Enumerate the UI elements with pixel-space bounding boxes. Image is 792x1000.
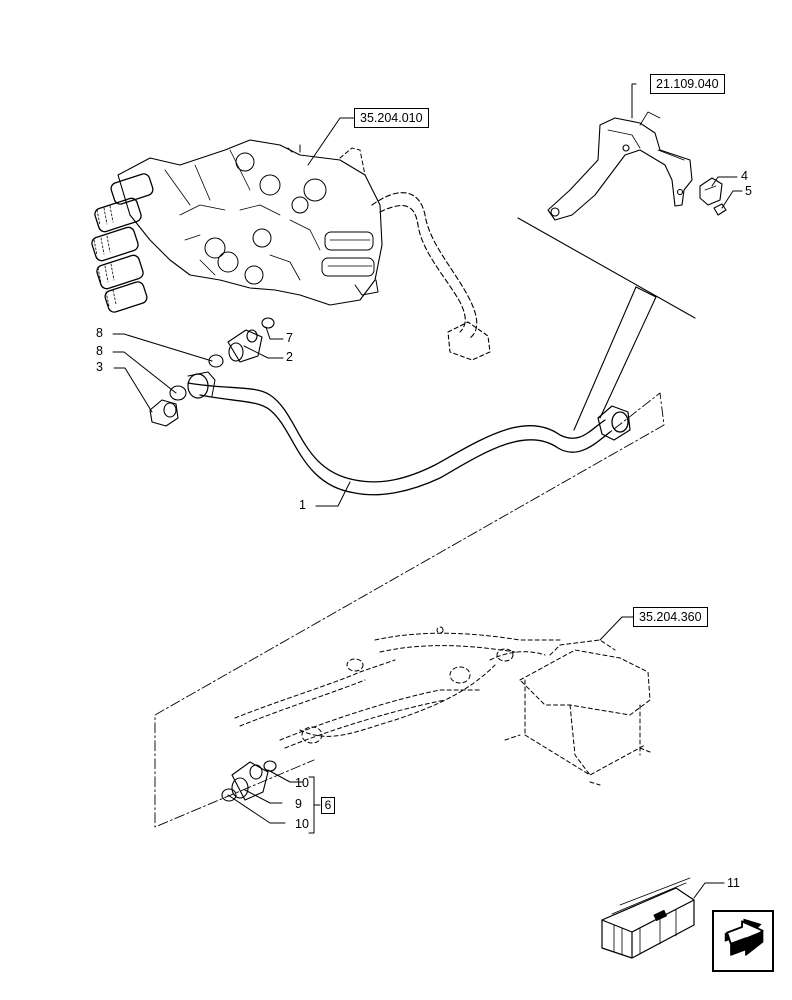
callout-11: 11 [727,876,740,890]
callout-4: 4 [741,169,748,183]
next-page-button[interactable] [712,910,774,972]
callout-10-lower: 10 [295,817,309,831]
control-valve-assembly-top [91,139,491,361]
callout-10-upper: 10 [295,776,309,790]
callout-7: 7 [286,331,293,345]
mounting-bracket [547,111,727,221]
reference-top-valve[interactable]: 35.204.010 [354,108,429,128]
bracket-to-pipe-leader [517,217,696,319]
callout-leaders [112,83,743,899]
callout-2: 2 [286,350,293,364]
hydraulic-pipe [187,371,631,496]
crate-icon [601,877,695,959]
callout-3: 3 [96,360,103,374]
callout-5: 5 [745,184,752,198]
kit-label-6: 6 [321,797,335,814]
callout-8-upper: 8 [96,326,103,340]
reference-bracket[interactable]: 21.109.040 [650,74,725,94]
callout-9: 9 [295,797,302,811]
next-page-arrow-icon [724,918,764,956]
dash-dot-connector [154,392,665,828]
callout-1: 1 [299,498,306,512]
control-valve-assembly-bottom [234,626,651,786]
reference-bottom-valve[interactable]: 35.204.360 [633,607,708,627]
fitting-parts [149,317,275,427]
callout-8-lower: 8 [96,344,103,358]
